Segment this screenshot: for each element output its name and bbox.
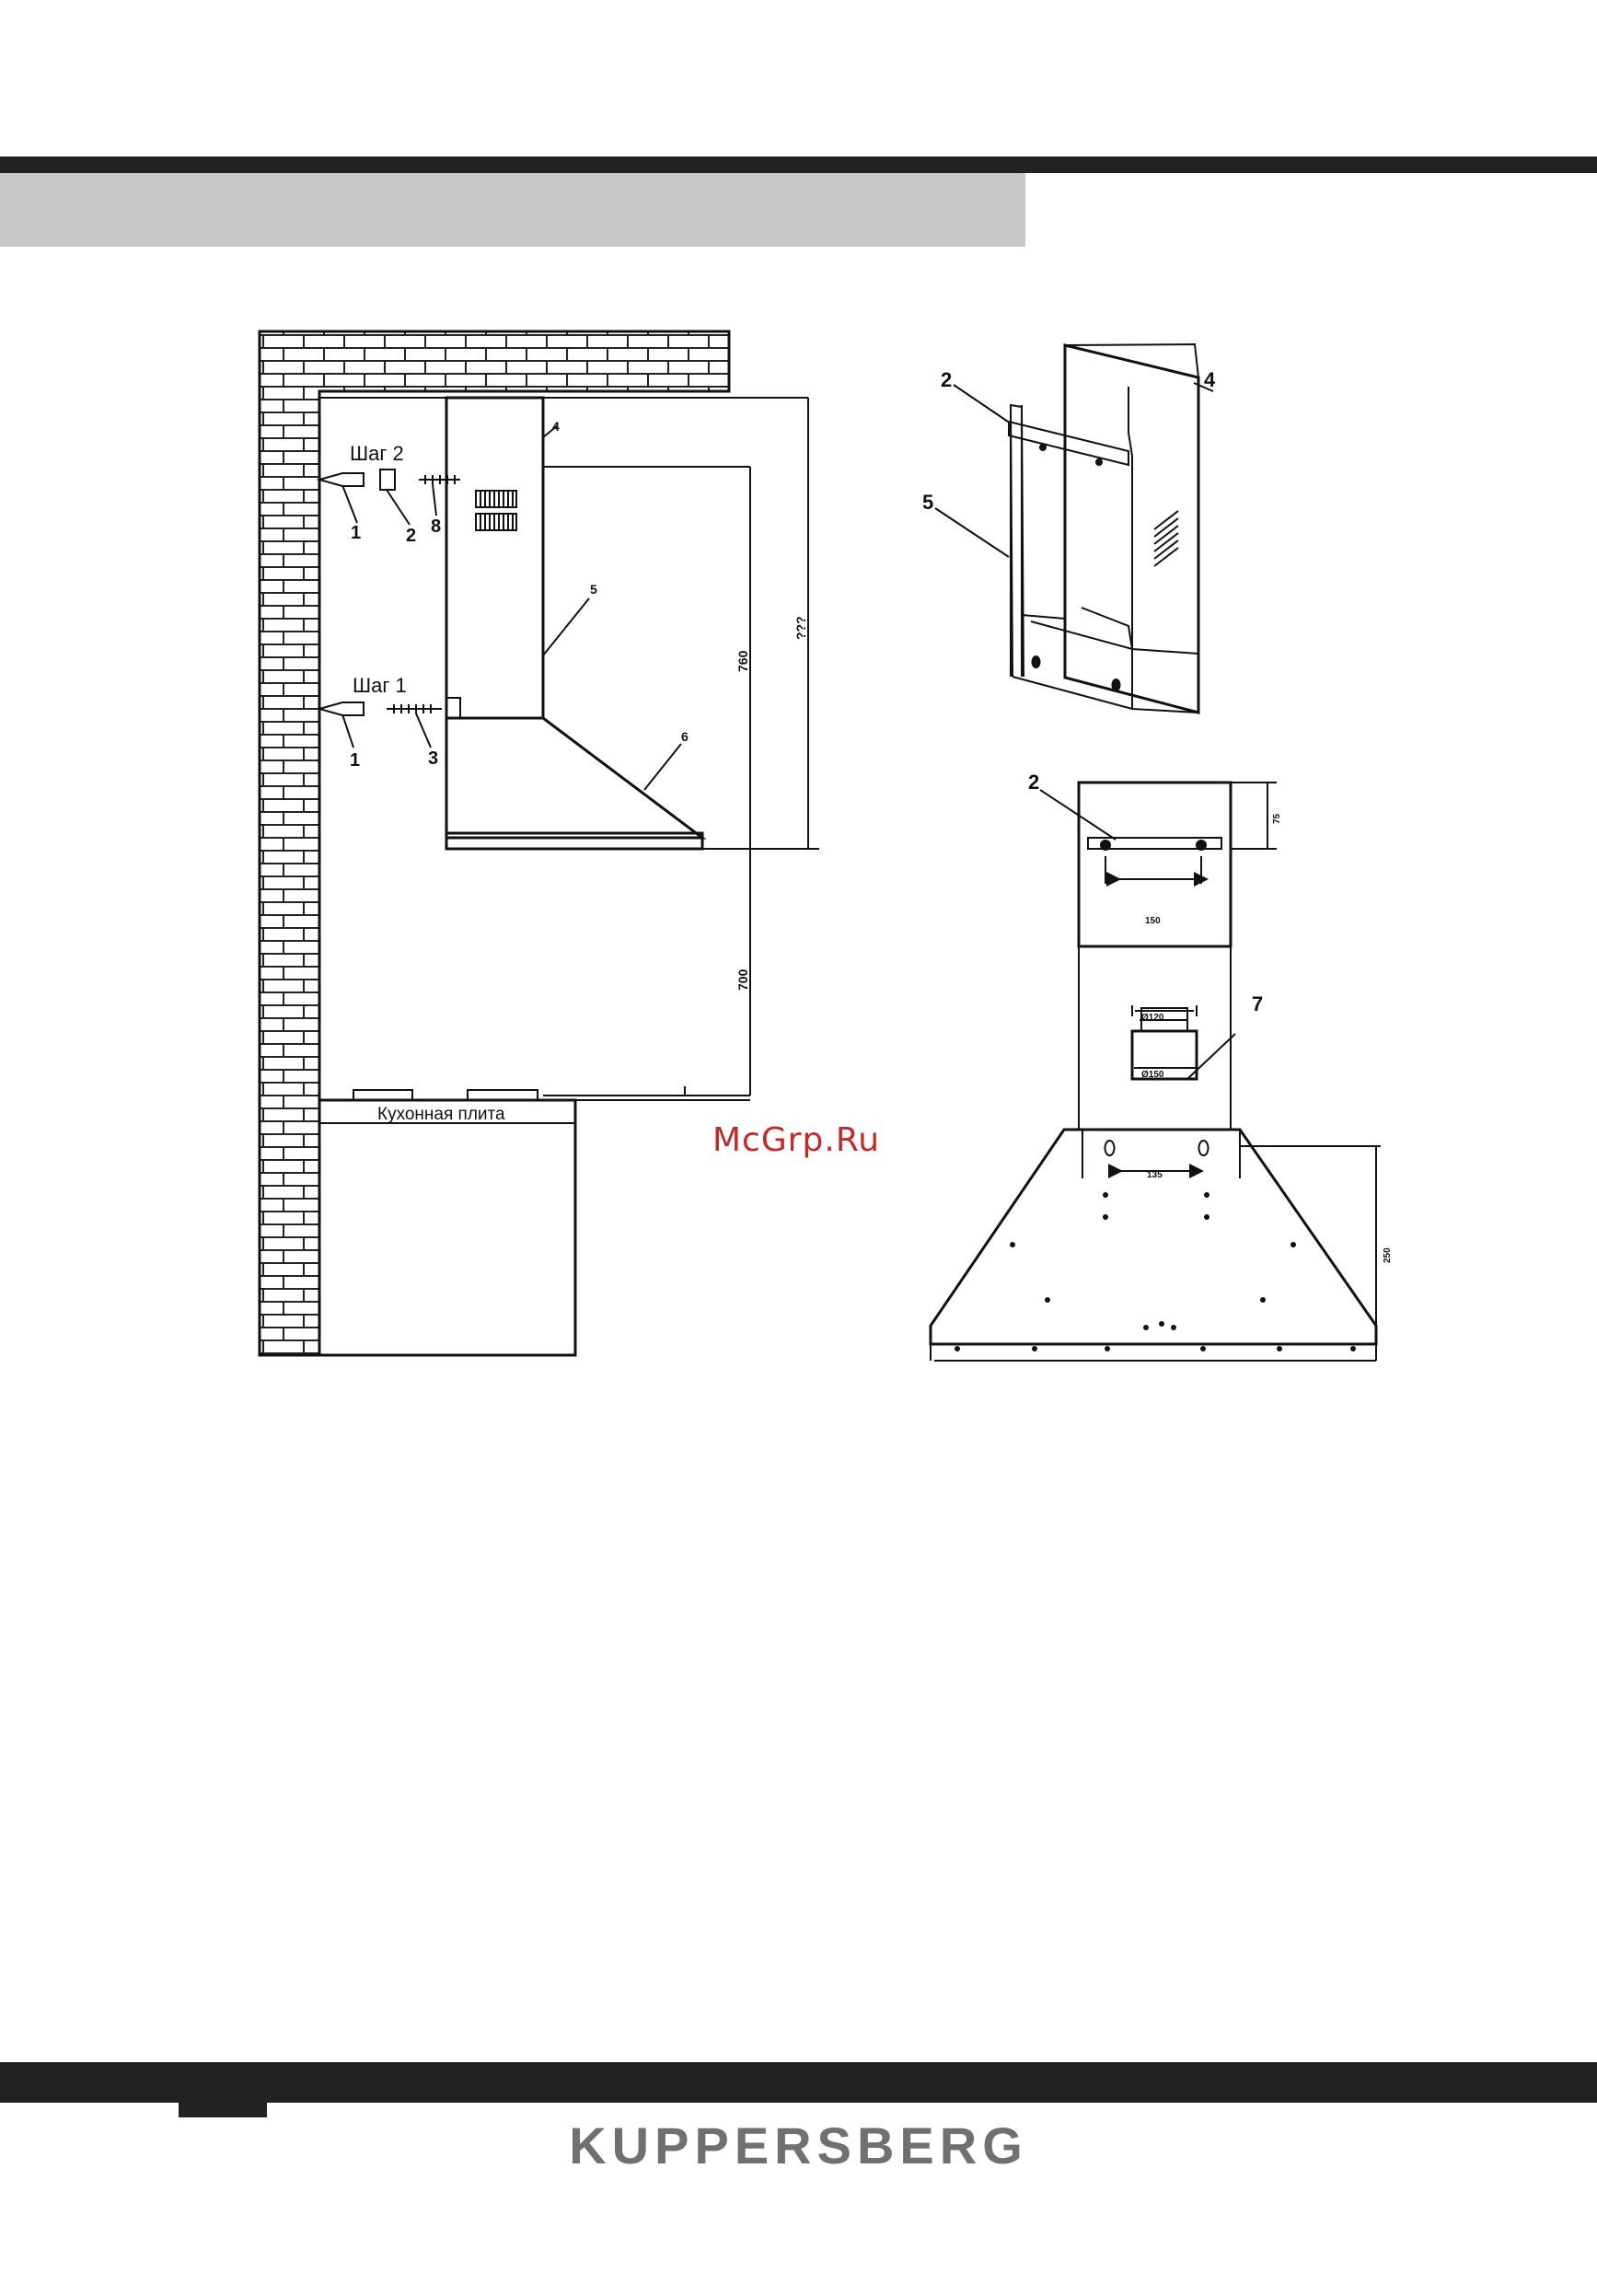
- callout-1b: 1: [350, 750, 360, 771]
- brick-wall: [258, 330, 731, 1357]
- top-bar: [0, 157, 1597, 173]
- brand-logo: KUPPERSBERG: [569, 2116, 1028, 2174]
- hood-chimney: [445, 396, 545, 720]
- screw-step1: [387, 704, 442, 713]
- stove-label: Кухонная плита: [377, 1105, 505, 1124]
- chimney-box-diagram: [934, 342, 1214, 714]
- dim-75: 75: [1272, 813, 1282, 824]
- callout-6: 6: [681, 729, 689, 744]
- hood-canopy: [445, 716, 707, 840]
- callout-5: 5: [590, 582, 597, 597]
- callout-1a: 1: [351, 523, 361, 543]
- dim-o150: Ø150: [1141, 1070, 1164, 1080]
- stove: [318, 1098, 577, 1357]
- step1-label: Шаг 1: [353, 674, 407, 697]
- dim-250: 250: [1383, 1247, 1393, 1263]
- callout-2-box: 2: [941, 368, 952, 391]
- dim-700: 700: [735, 968, 750, 991]
- screw-step2: [419, 475, 460, 484]
- dim-150: 150: [1145, 916, 1161, 926]
- dim-760: 760: [735, 650, 750, 672]
- page-tab: [179, 2103, 267, 2117]
- bracket-piece: [379, 469, 396, 491]
- callout-2a: 2: [406, 526, 416, 546]
- dowel-step1: [316, 702, 365, 716]
- callout-4-box: 4: [1204, 368, 1216, 391]
- dowel-step2: [316, 472, 365, 487]
- callout-4: 4: [552, 419, 560, 434]
- watermark: McGrp.Ru: [712, 1121, 881, 1159]
- callout-5-box: 5: [922, 491, 933, 514]
- bottom-bar: [0, 2062, 1597, 2103]
- callout-3: 3: [428, 748, 438, 769]
- header-band: [0, 173, 1025, 247]
- step2-label: Шаг 2: [350, 442, 404, 465]
- callout-2-front: 2: [1028, 771, 1039, 794]
- front-view-diagram: [929, 781, 1381, 1362]
- front-canopy: [929, 1128, 1378, 1346]
- dim-o120: Ø120: [1141, 1013, 1164, 1023]
- vent-slots: [475, 490, 517, 531]
- dim-135: 135: [1147, 1170, 1163, 1180]
- callout-8: 8: [431, 516, 441, 537]
- callout-7: 7: [1252, 992, 1263, 1015]
- chimney-vents: [1153, 510, 1179, 567]
- wall-mount-diagram: [258, 330, 819, 1357]
- dim-total: ???: [793, 616, 808, 640]
